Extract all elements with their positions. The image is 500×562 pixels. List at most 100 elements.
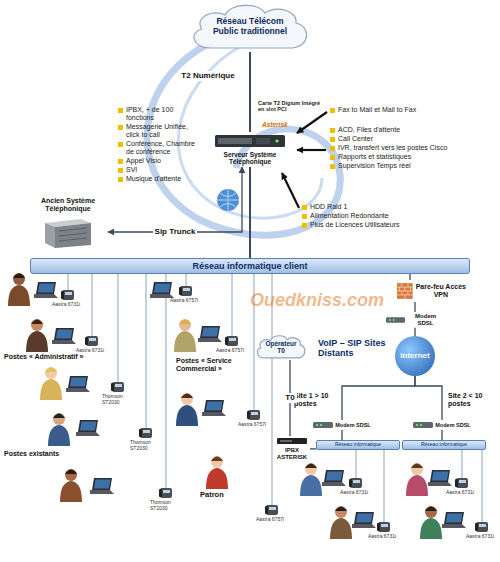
person-hair	[411, 464, 423, 469]
ip-phone	[112, 382, 124, 392]
text-group: Aastra 6731i	[340, 490, 378, 496]
person-body	[174, 331, 196, 352]
laptop-screen	[444, 512, 464, 524]
person-hair	[181, 394, 193, 399]
phone-model: Aastra 6757i	[170, 298, 208, 304]
connector-line	[414, 328, 415, 336]
graphic-part	[413, 422, 433, 428]
phone-display	[115, 384, 122, 387]
text-group: Thomson ST2030	[150, 500, 188, 512]
person-body	[300, 475, 322, 496]
laptop-screen	[92, 478, 112, 490]
phone-handset	[247, 411, 250, 419]
old-pbx-node: Ancien Système Téléphonique	[28, 196, 108, 250]
phone-display	[381, 524, 388, 527]
phone-model: Aastra 6731i	[446, 490, 484, 496]
text-group: Patron	[200, 491, 240, 500]
feature-item: Musique d'attente	[118, 175, 202, 183]
text-group: Aastra 6757i	[216, 348, 254, 354]
connector-line	[415, 376, 442, 420]
person-hair	[211, 457, 223, 462]
laptop-display	[154, 284, 171, 293]
text-group: Site 1 > 10 postes	[294, 392, 338, 408]
network-wire	[118, 274, 119, 382]
person-head	[211, 456, 223, 468]
laptop-screen	[204, 400, 224, 412]
network-wire	[146, 274, 147, 428]
graphic-part	[41, 215, 95, 249]
phone-display	[251, 412, 258, 415]
firewall-node: Pare-feu Accès VPN	[396, 280, 468, 302]
person-body	[26, 331, 48, 352]
person-head	[53, 413, 65, 425]
edge-label: T0	[283, 393, 296, 402]
text-group: VoIP – SIP Sites Distants	[318, 338, 390, 359]
phone-model: Aastra 6731i	[466, 534, 500, 540]
phone-display	[143, 430, 150, 433]
phone-handset	[179, 287, 182, 295]
connector-line	[108, 167, 242, 232]
graphic-part	[386, 316, 405, 324]
graphic-part	[313, 422, 333, 428]
feature-item: Call Center	[330, 135, 452, 143]
feature-item: Fax to Mail et Mail to Fax	[330, 106, 448, 114]
group-label: Patron	[200, 491, 240, 500]
feature-item: Messagerie Unifiée, click to call	[118, 123, 202, 139]
graphic-part	[393, 319, 395, 321]
node-text: Modem SDSL	[335, 422, 370, 428]
person-head	[411, 463, 423, 475]
phone-model: Thomson ST2030	[102, 394, 140, 406]
person-hair	[335, 507, 347, 512]
person-body	[330, 518, 352, 539]
node-text: Internet	[400, 351, 429, 360]
phone-display	[229, 338, 236, 341]
ip-phone	[160, 488, 172, 498]
feature-item: Conférence, Chambre de conférence	[118, 140, 202, 156]
laptop-base	[428, 482, 452, 486]
laptop-base	[34, 294, 58, 298]
connector-line	[409, 274, 410, 280]
watermark: Ouedkniss.com	[250, 290, 410, 311]
text-group: Aastra 6731i	[52, 302, 90, 308]
laptop-screen	[324, 470, 344, 482]
phone-display	[479, 524, 486, 527]
phone-display	[65, 292, 72, 295]
laptop-base	[198, 338, 222, 342]
laptop-display	[202, 328, 219, 337]
feature-item: Plus de Licences Utilisateurs	[302, 221, 422, 229]
graphic-part	[256, 138, 270, 144]
person-hair	[179, 320, 191, 325]
person-head	[181, 393, 193, 405]
graphic-part	[420, 424, 422, 426]
graphic-part	[280, 440, 292, 442]
node-text: Réseau informatique	[335, 442, 381, 448]
node-text: Serveur Système Téléphonique	[209, 151, 291, 166]
text-group: Postes « Administratif »	[4, 353, 96, 361]
person-body	[40, 379, 62, 400]
phone-handset	[265, 506, 268, 514]
network-wire	[68, 274, 69, 290]
feature-item: HDD Raid 1	[302, 203, 422, 211]
graphic-part	[59, 228, 87, 241]
connector-line	[414, 302, 415, 312]
network-band: Réseau informatique	[402, 440, 486, 450]
laptop-display	[326, 472, 343, 481]
graphic-part	[316, 424, 318, 426]
ip-phone	[378, 522, 390, 532]
text-group: Postes « Service Commercial »	[176, 357, 238, 373]
node-text: Réseau informatique client	[192, 261, 307, 271]
person-head	[425, 506, 437, 518]
ip-phone	[226, 336, 238, 346]
text-group: Aastra 6757i	[256, 517, 294, 523]
network-wire	[232, 274, 233, 336]
person-hair	[53, 414, 65, 419]
graphic-part	[277, 437, 307, 445]
ip-phone	[266, 505, 278, 515]
network-wire	[186, 274, 187, 286]
graphic-part	[55, 223, 91, 248]
text-group: Thomson ST2030	[130, 440, 168, 452]
person-hair	[31, 320, 43, 325]
laptop-base	[352, 524, 376, 528]
callout-arrow	[282, 173, 299, 208]
